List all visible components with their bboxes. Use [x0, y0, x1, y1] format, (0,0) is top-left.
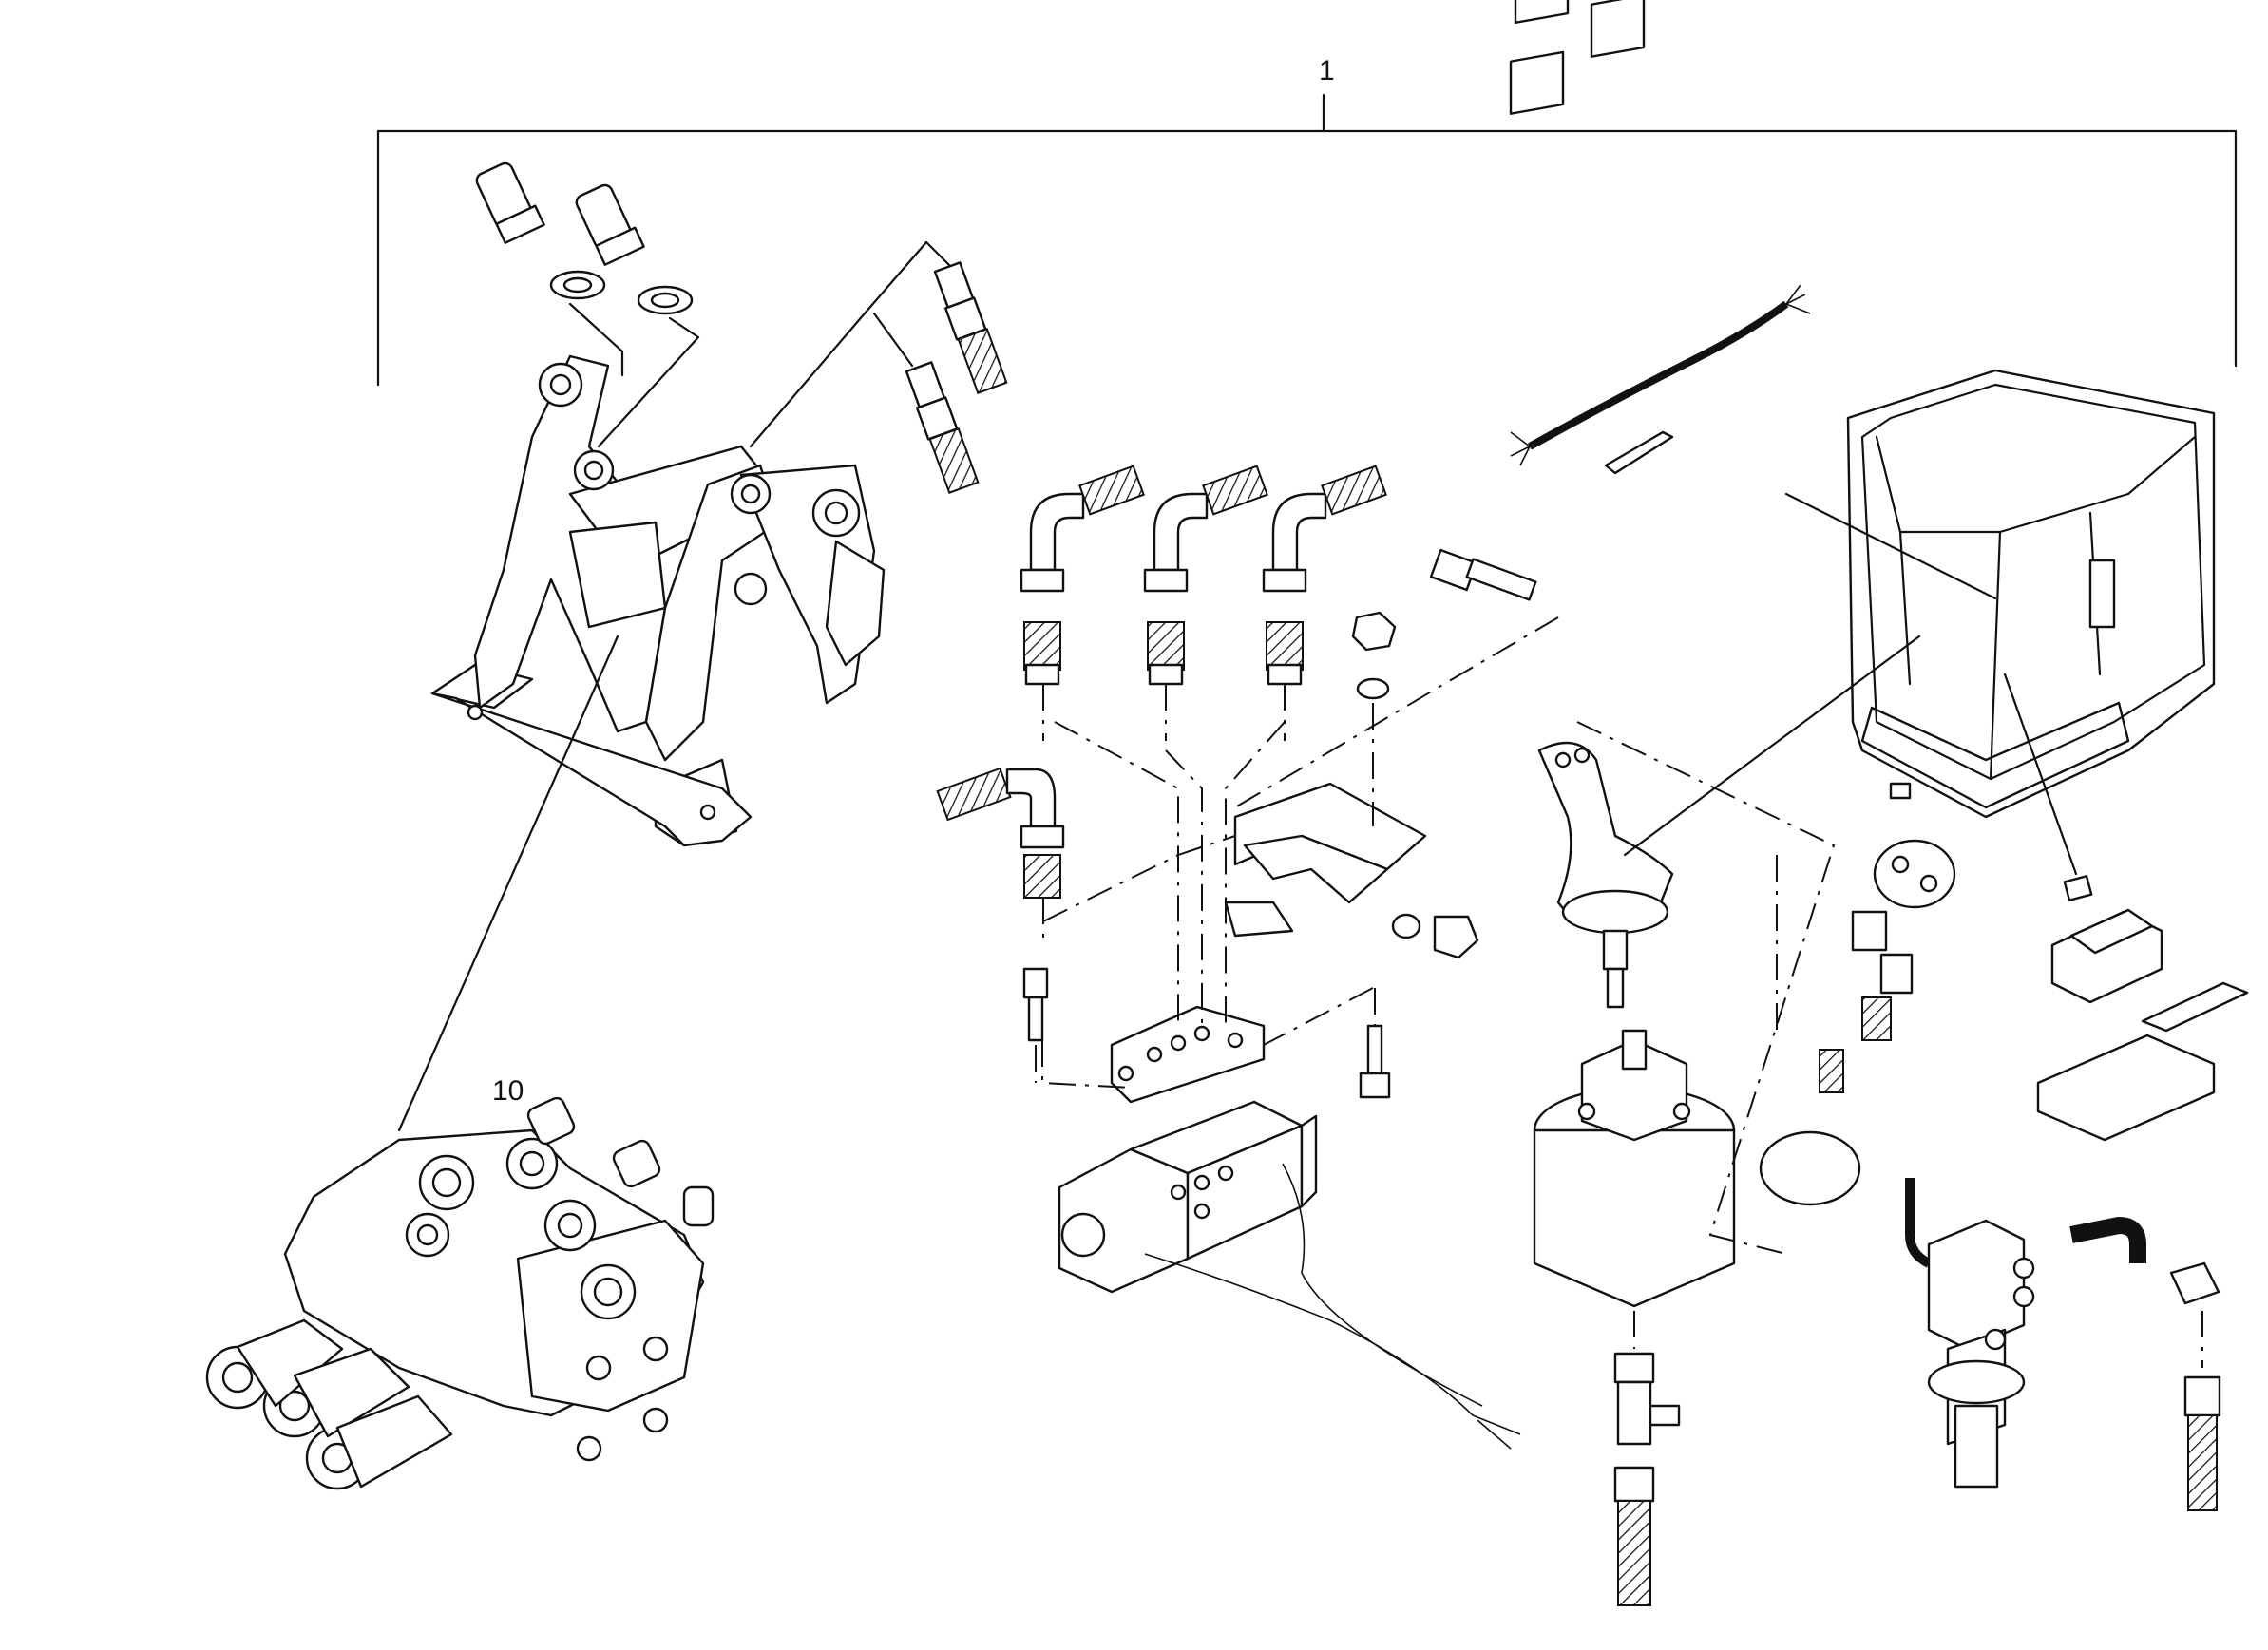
solenoid-valve	[1058, 1100, 1318, 1294]
piston-springs	[1819, 910, 1914, 1093]
manifold-plate	[1110, 1005, 1266, 1104]
screw-small	[1889, 782, 1912, 800]
bolt-top	[1429, 548, 1537, 601]
cap-screw-right	[1359, 1024, 1391, 1099]
elbow-fitting-1	[1020, 465, 1145, 686]
elbow-fitting-4	[936, 767, 1065, 899]
switch-frame	[2036, 981, 2249, 1142]
diverter-valve	[1905, 1178, 2035, 1489]
hose-fitting-right	[2183, 1375, 2221, 1511]
relay-4	[1509, 50, 1565, 115]
hose-fitting-lower	[905, 361, 980, 494]
quick-coupling-left	[475, 161, 606, 300]
leader-lines	[397, 492, 2078, 1132]
quick-coupling-right	[575, 183, 694, 315]
cover-plate	[1873, 839, 1956, 909]
loader-frame	[430, 354, 886, 847]
round-cover	[1759, 1130, 1861, 1206]
wire-harness	[1510, 284, 1811, 475]
solenoid-wiring	[1144, 1163, 1521, 1450]
callout-label-1: 1	[1319, 55, 1335, 86]
relay-2	[1514, 0, 1570, 24]
washer-nut-side	[1391, 913, 1479, 959]
joystick	[1537, 741, 1674, 1009]
hydraulic-pump	[1533, 1029, 1736, 1308]
hose-fitting-upper	[933, 261, 1008, 394]
operator-cab	[1846, 369, 2216, 819]
callout-label-10: 10	[492, 1075, 524, 1107]
assembly-bracket	[376, 93, 2238, 387]
control-valve-block	[205, 1096, 715, 1490]
pump-tee-fitting	[1613, 1352, 1681, 1606]
mounting-bracket	[1224, 782, 1427, 938]
elbow-fitting-2	[1143, 465, 1268, 686]
elbow-fitting-right	[2069, 1217, 2220, 1305]
dash-lines	[1035, 616, 2203, 1368]
nut-washer	[1351, 611, 1397, 700]
rocker-switch	[2050, 875, 2163, 1004]
relay-3	[1590, 0, 1646, 58]
cap-screw-left	[1022, 967, 1049, 1042]
elbow-fitting-3	[1262, 465, 1387, 686]
